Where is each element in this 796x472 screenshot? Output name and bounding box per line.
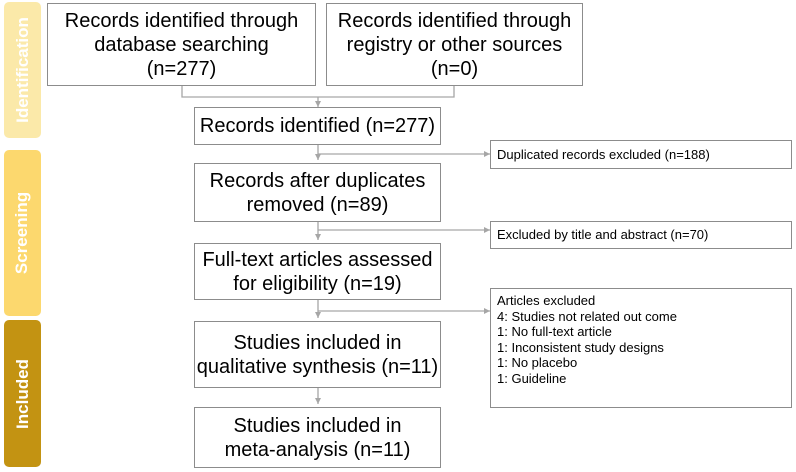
box-registry-line-3: (n=0) [430, 57, 479, 80]
phase-included: Included [4, 320, 41, 467]
box-registry-line-2: registry or other sources [346, 33, 563, 56]
box-database-line-3: (n=277) [146, 57, 217, 80]
box-database-searching: Records identified through database sear… [47, 3, 316, 86]
box-qualitative-line-2: qualitative synthesis (n=11) [196, 355, 439, 378]
box-database-line-2: database searching [94, 33, 269, 56]
box-meta-analysis: Studies included in meta-analysis (n=11) [194, 407, 441, 468]
box-qualitative-line-1: Studies included in [233, 331, 402, 354]
articles-excluded-reason: 1: No full-text article [497, 324, 612, 339]
box-registry-sources: Records identified through registry or o… [326, 3, 583, 86]
articles-excluded-reason: 1: Inconsistent study designs [497, 339, 664, 355]
articles-excluded-reason: 4: Studies not related out come [497, 308, 677, 324]
title-abstract-excluded-text: Excluded by title and abstract (n=70) [497, 227, 709, 243]
connector-registry [318, 86, 455, 98]
connector-database [181, 86, 318, 98]
box-registry-line-1: Records identified through [337, 9, 572, 32]
box-articles-excluded: Articles excluded 4: Studies not related… [490, 288, 792, 408]
duplicates-excluded-text: Duplicated records excluded (n=188) [497, 146, 710, 162]
box-meta-line-1: Studies included in [233, 414, 402, 437]
box-meta-line-2: meta-analysis (n=11) [224, 438, 411, 461]
articles-excluded-heading: Articles excluded [497, 293, 596, 308]
box-records-identified: Records identified (n=277) [194, 107, 441, 145]
box-after-duplicates-line-2: removed (n=89) [246, 193, 389, 216]
box-full-text-line-2: for eligibility (n=19) [233, 272, 402, 295]
box-qualitative-synthesis: Studies included in qualitative synthesi… [194, 321, 441, 388]
phase-identification: Identification [4, 2, 41, 138]
articles-excluded-reason: 1: Guideline [497, 370, 567, 386]
phase-screening: Screening [4, 150, 41, 316]
box-database-line-1: Records identified through [64, 9, 299, 32]
box-full-text-line-1: Full-text articles assessed [202, 248, 433, 271]
articles-excluded-reason: 1: No placebo [497, 355, 578, 370]
box-after-duplicates: Records after duplicates removed (n=89) [194, 163, 441, 222]
box-after-duplicates-line-1: Records after duplicates [209, 169, 426, 192]
box-identified-line-1: Records identified (n=277) [199, 115, 436, 137]
box-duplicates-excluded: Duplicated records excluded (n=188) [490, 140, 792, 169]
box-full-text-assessed: Full-text articles assessed for eligibil… [194, 243, 441, 300]
box-title-abstract-excluded: Excluded by title and abstract (n=70) [490, 221, 792, 249]
